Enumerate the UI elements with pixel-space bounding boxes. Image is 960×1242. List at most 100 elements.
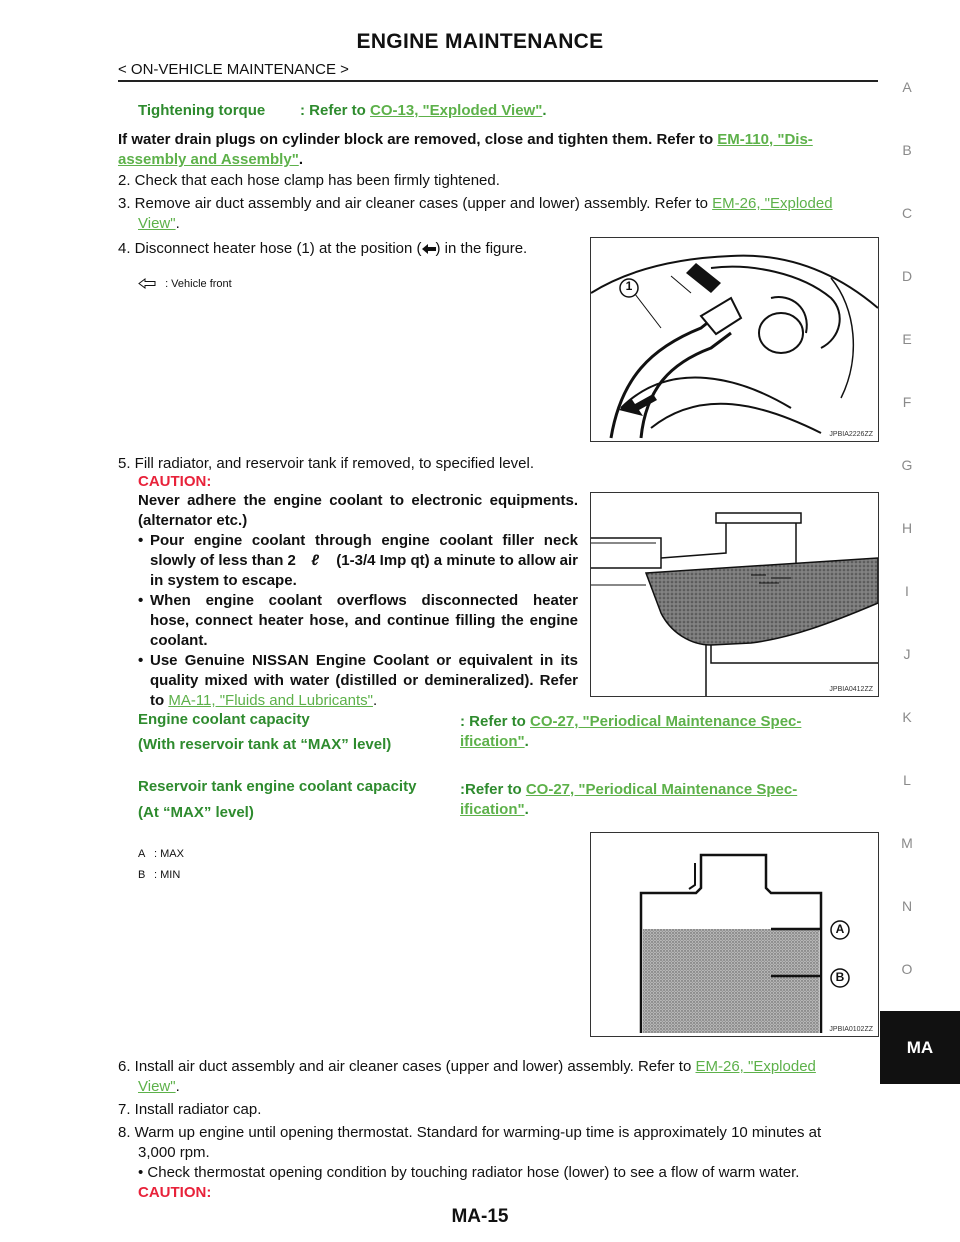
torque-link[interactable]: CO-13, "Exploded View" xyxy=(370,102,543,119)
bullet-3-line-c: to MA-11, "Fluids and Lubricants". xyxy=(150,691,578,711)
torque-refer: : Refer to xyxy=(300,102,371,119)
header-divider xyxy=(118,80,878,82)
arrow-left-outline-icon xyxy=(138,278,156,289)
step-3-link-1[interactable]: EM-26, "Exploded xyxy=(712,195,833,212)
step-3: 3. Remove air duct assembly and air clea… xyxy=(118,194,880,214)
step-3-text: 3. Remove air duct assembly and air clea… xyxy=(118,195,713,212)
step-4-pre: 4. Disconnect heater hose (1) at the pos… xyxy=(118,240,422,257)
step-6-link-2[interactable]: View" xyxy=(138,1078,176,1095)
legend-a-key: A xyxy=(138,848,146,860)
step-6-link-1[interactable]: EM-26, "Exploded xyxy=(695,1058,816,1075)
capacity-2-refer: :Refer to xyxy=(460,781,526,798)
drain-link-1[interactable]: EM-110, "Dis- xyxy=(717,131,813,148)
step-5: 5. Fill radiator, and reservoir tank if … xyxy=(118,455,535,472)
step-7: 7. Install radiator cap. xyxy=(118,1101,262,1118)
capacity-1-ref: : Refer to CO-27, "Periodical Maintenanc… xyxy=(460,712,880,732)
side-index-i[interactable]: I xyxy=(905,583,909,599)
fig1-id: JPBIA2226ZZ xyxy=(829,431,873,438)
torque-ref: : Refer to CO-13, "Exploded View". xyxy=(300,101,720,121)
fig1-legend: : Vehicle front xyxy=(138,278,232,290)
step-8-caution: CAUTION: xyxy=(138,1184,212,1201)
side-index-l[interactable]: L xyxy=(903,772,911,788)
drain-end: . xyxy=(298,151,303,168)
step-8-line-2: 3,000 rpm. xyxy=(138,1144,210,1161)
side-index-o[interactable]: O xyxy=(901,961,913,977)
bullet-2-line-c: coolant. xyxy=(150,632,208,649)
side-index-a[interactable]: A xyxy=(902,79,912,95)
drain-link-2[interactable]: assembly and Assembly" xyxy=(118,151,299,168)
caution-bullet-2: • When engine coolant overflows disconne… xyxy=(138,591,578,651)
capacity-2-line-2: (At “MAX” level) xyxy=(138,804,254,821)
fig2-id: JPBIA0412ZZ xyxy=(829,686,873,693)
legend-b-key: B xyxy=(138,869,146,881)
liter-symbol: ℓ xyxy=(311,552,319,569)
step-6: 6. Install air duct assembly and air cle… xyxy=(118,1057,880,1077)
capacity-1-link-1[interactable]: CO-27, "Periodical Maintenance Spec- xyxy=(530,713,802,730)
drain-note: If water drain plugs on cylinder block a… xyxy=(118,130,880,150)
side-index-k[interactable]: K xyxy=(902,709,912,725)
capacity-1-end: . xyxy=(524,733,529,750)
breadcrumb: < ON-VEHICLE MAINTENANCE > xyxy=(118,61,349,78)
fig3-legend-b: B : MIN xyxy=(138,869,180,881)
step-3-line2: View". xyxy=(138,214,180,234)
bullet-1-line-c: in system to escape. xyxy=(150,572,297,589)
step-2: 2. Check that each hose clamp has been f… xyxy=(118,172,500,189)
fig3-legend-a: A: MAX xyxy=(138,848,184,860)
caution-line-2: (alternator etc.) xyxy=(138,512,248,529)
step-3-link-2[interactable]: View" xyxy=(138,215,176,232)
capacity-1-ref-line2: ification". xyxy=(460,732,529,752)
capacity-2-ref-line2: ification". xyxy=(460,800,529,820)
side-index-f[interactable]: F xyxy=(902,394,912,410)
torque-end: . xyxy=(542,102,547,119)
bullet-dot-2: • xyxy=(138,592,144,609)
side-index-d[interactable]: D xyxy=(901,268,913,284)
side-index-n[interactable]: N xyxy=(901,898,913,914)
caution-bullet-3: • Use Genuine NISSAN Engine Coolant or e… xyxy=(138,651,578,711)
torque-label: Tightening torque xyxy=(138,102,266,119)
caution-line-1: Never adhere the engine coolant to elect… xyxy=(138,492,578,509)
side-index-g[interactable]: G xyxy=(901,457,913,473)
reservoir-fill-illustration xyxy=(591,512,879,696)
drain-note-line2: assembly and Assembly". xyxy=(118,150,303,170)
bullet-dot: • xyxy=(138,532,144,549)
drain-text: If water drain plugs on cylinder block a… xyxy=(118,131,718,148)
bullet-1-line-b2: (1-3/4 Imp qt) a minute to allow air xyxy=(336,552,578,569)
capacity-2-link-1[interactable]: CO-27, "Periodical Maintenance Spec- xyxy=(525,781,798,798)
step-6-text: 6. Install air duct assembly and air cle… xyxy=(118,1058,696,1075)
capacity-1-line-2: (With reservoir tank at “MAX” level) xyxy=(138,736,392,753)
bullet-3-to: to xyxy=(150,692,169,709)
side-tab-ma[interactable]: MA xyxy=(880,1011,960,1084)
capacity-2-link-2[interactable]: ification" xyxy=(460,801,525,818)
fig3-id: JPBIA0102ZZ xyxy=(829,1026,873,1033)
capacity-1-link-2[interactable]: ification" xyxy=(460,733,525,750)
fig1-callout-1: 1 xyxy=(625,279,633,293)
figure-reservoir-levels: A B JPBIA0102ZZ xyxy=(590,832,879,1037)
fig3-label-b: B xyxy=(835,970,845,984)
bullet-3-line-a: Use Genuine NISSAN Engine Coolant or equ… xyxy=(150,652,578,669)
legend-b-value: : MIN xyxy=(154,869,181,881)
step-4-post: ) in the figure. xyxy=(435,240,528,257)
bullet-3-line-b: quality mixed with water (distilled or d… xyxy=(150,672,578,689)
page-number: MA-15 xyxy=(451,1206,509,1227)
bullet-1-line-a: Pour engine coolant through engine coola… xyxy=(150,532,578,549)
capacity-2-end: . xyxy=(524,801,529,818)
step-4: 4. Disconnect heater hose (1) at the pos… xyxy=(118,239,527,259)
side-index-m[interactable]: M xyxy=(901,835,913,851)
side-index-b[interactable]: B xyxy=(902,142,912,158)
reservoir-levels-illustration xyxy=(639,853,850,1033)
side-index-e[interactable]: E xyxy=(902,331,912,347)
heater-hose-illustration xyxy=(590,254,879,439)
figure-heater-hose: 1 JPBIA2226ZZ xyxy=(590,237,879,442)
capacity-1-refer: : Refer to xyxy=(460,713,531,730)
side-index-c[interactable]: C xyxy=(901,205,913,221)
fig3-label-a: A xyxy=(835,922,845,936)
step-6-line2: View". xyxy=(138,1077,180,1097)
bullet-2-line-b: hose, connect heater hose, and continue … xyxy=(150,612,578,629)
fluids-lubricants-link[interactable]: MA-11, "Fluids and Lubricants" xyxy=(168,692,373,709)
side-index-h[interactable]: H xyxy=(901,520,913,536)
capacity-1-line-1: Engine coolant capacity xyxy=(138,711,310,728)
caution-block: Never adhere the engine coolant to elect… xyxy=(138,491,578,711)
side-index-j[interactable]: J xyxy=(903,646,911,662)
bullet-3-end: . xyxy=(372,692,378,709)
